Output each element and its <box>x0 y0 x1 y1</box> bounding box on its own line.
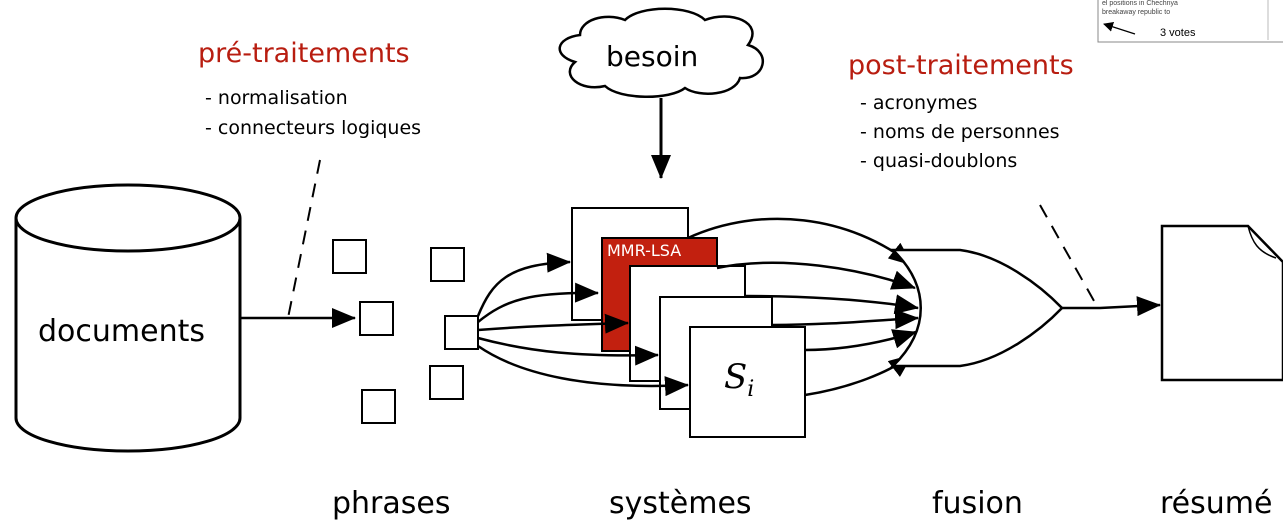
mmr-lsa-label: MMR-LSA <box>607 241 682 260</box>
output-arrow <box>716 261 916 290</box>
sentence-square <box>361 389 396 424</box>
need-label: besoin <box>606 40 699 73</box>
system-si-symbol: S <box>724 357 748 397</box>
sentence-square <box>430 247 465 282</box>
sentence-square <box>444 315 479 350</box>
input-arrow <box>477 344 689 397</box>
sentence-squares <box>332 239 479 424</box>
thumbnail-votes: 3 votes <box>1160 27 1196 39</box>
sentence-square <box>332 239 367 274</box>
output-arrow <box>687 217 913 266</box>
thumbnail-line-1: el positions in Chechnya <box>1102 0 1178 7</box>
thumbnail-arrow <box>1103 22 1136 35</box>
summary-arrow <box>1062 296 1161 317</box>
output-arrow <box>744 294 919 315</box>
label-systems: systèmes <box>609 486 752 521</box>
output-arrows <box>687 217 919 397</box>
input-arrow <box>477 336 659 366</box>
input-arrows <box>476 252 689 397</box>
summary-document <box>1160 224 1283 382</box>
thumbnail-line-2: breakaway republic to <box>1102 9 1171 16</box>
output-arrow <box>804 354 913 397</box>
label-summary: résumé <box>1160 486 1273 521</box>
preprocessing-item: - normalisation <box>205 87 348 109</box>
output-arrow <box>771 309 919 330</box>
input-arrow <box>477 282 599 323</box>
postprocessing-item: - noms de personnes <box>860 121 1060 143</box>
input-arrow <box>476 252 571 317</box>
system-stack <box>571 207 806 438</box>
thumbnail-image <box>1097 0 1283 43</box>
need-cloud <box>558 7 765 98</box>
postprocessing-pointer <box>1039 204 1099 309</box>
documents-label: documents <box>38 314 205 349</box>
fusion-gate <box>889 248 1064 368</box>
preprocessing-item: - connecteurs logiques <box>205 117 422 139</box>
preprocessing-pointer <box>287 159 321 319</box>
input-arrow <box>477 313 629 334</box>
label-sentences: phrases <box>332 486 451 521</box>
preprocessing-title: pré-traitements <box>198 38 410 69</box>
documents-cylinder <box>14 183 242 453</box>
postprocessing-item: - quasi-doublons <box>860 150 1018 172</box>
output-arrow <box>804 329 917 352</box>
system-si-subscript: i <box>747 376 755 402</box>
postprocessing-item: - acronymes <box>860 92 978 114</box>
system-si-label: Si <box>724 357 754 402</box>
sentence-square <box>359 301 394 336</box>
label-fusion: fusion <box>932 486 1023 521</box>
sentence-square <box>429 365 464 400</box>
postprocessing-title: post-traitements <box>848 50 1074 81</box>
system-box-si <box>689 326 806 438</box>
